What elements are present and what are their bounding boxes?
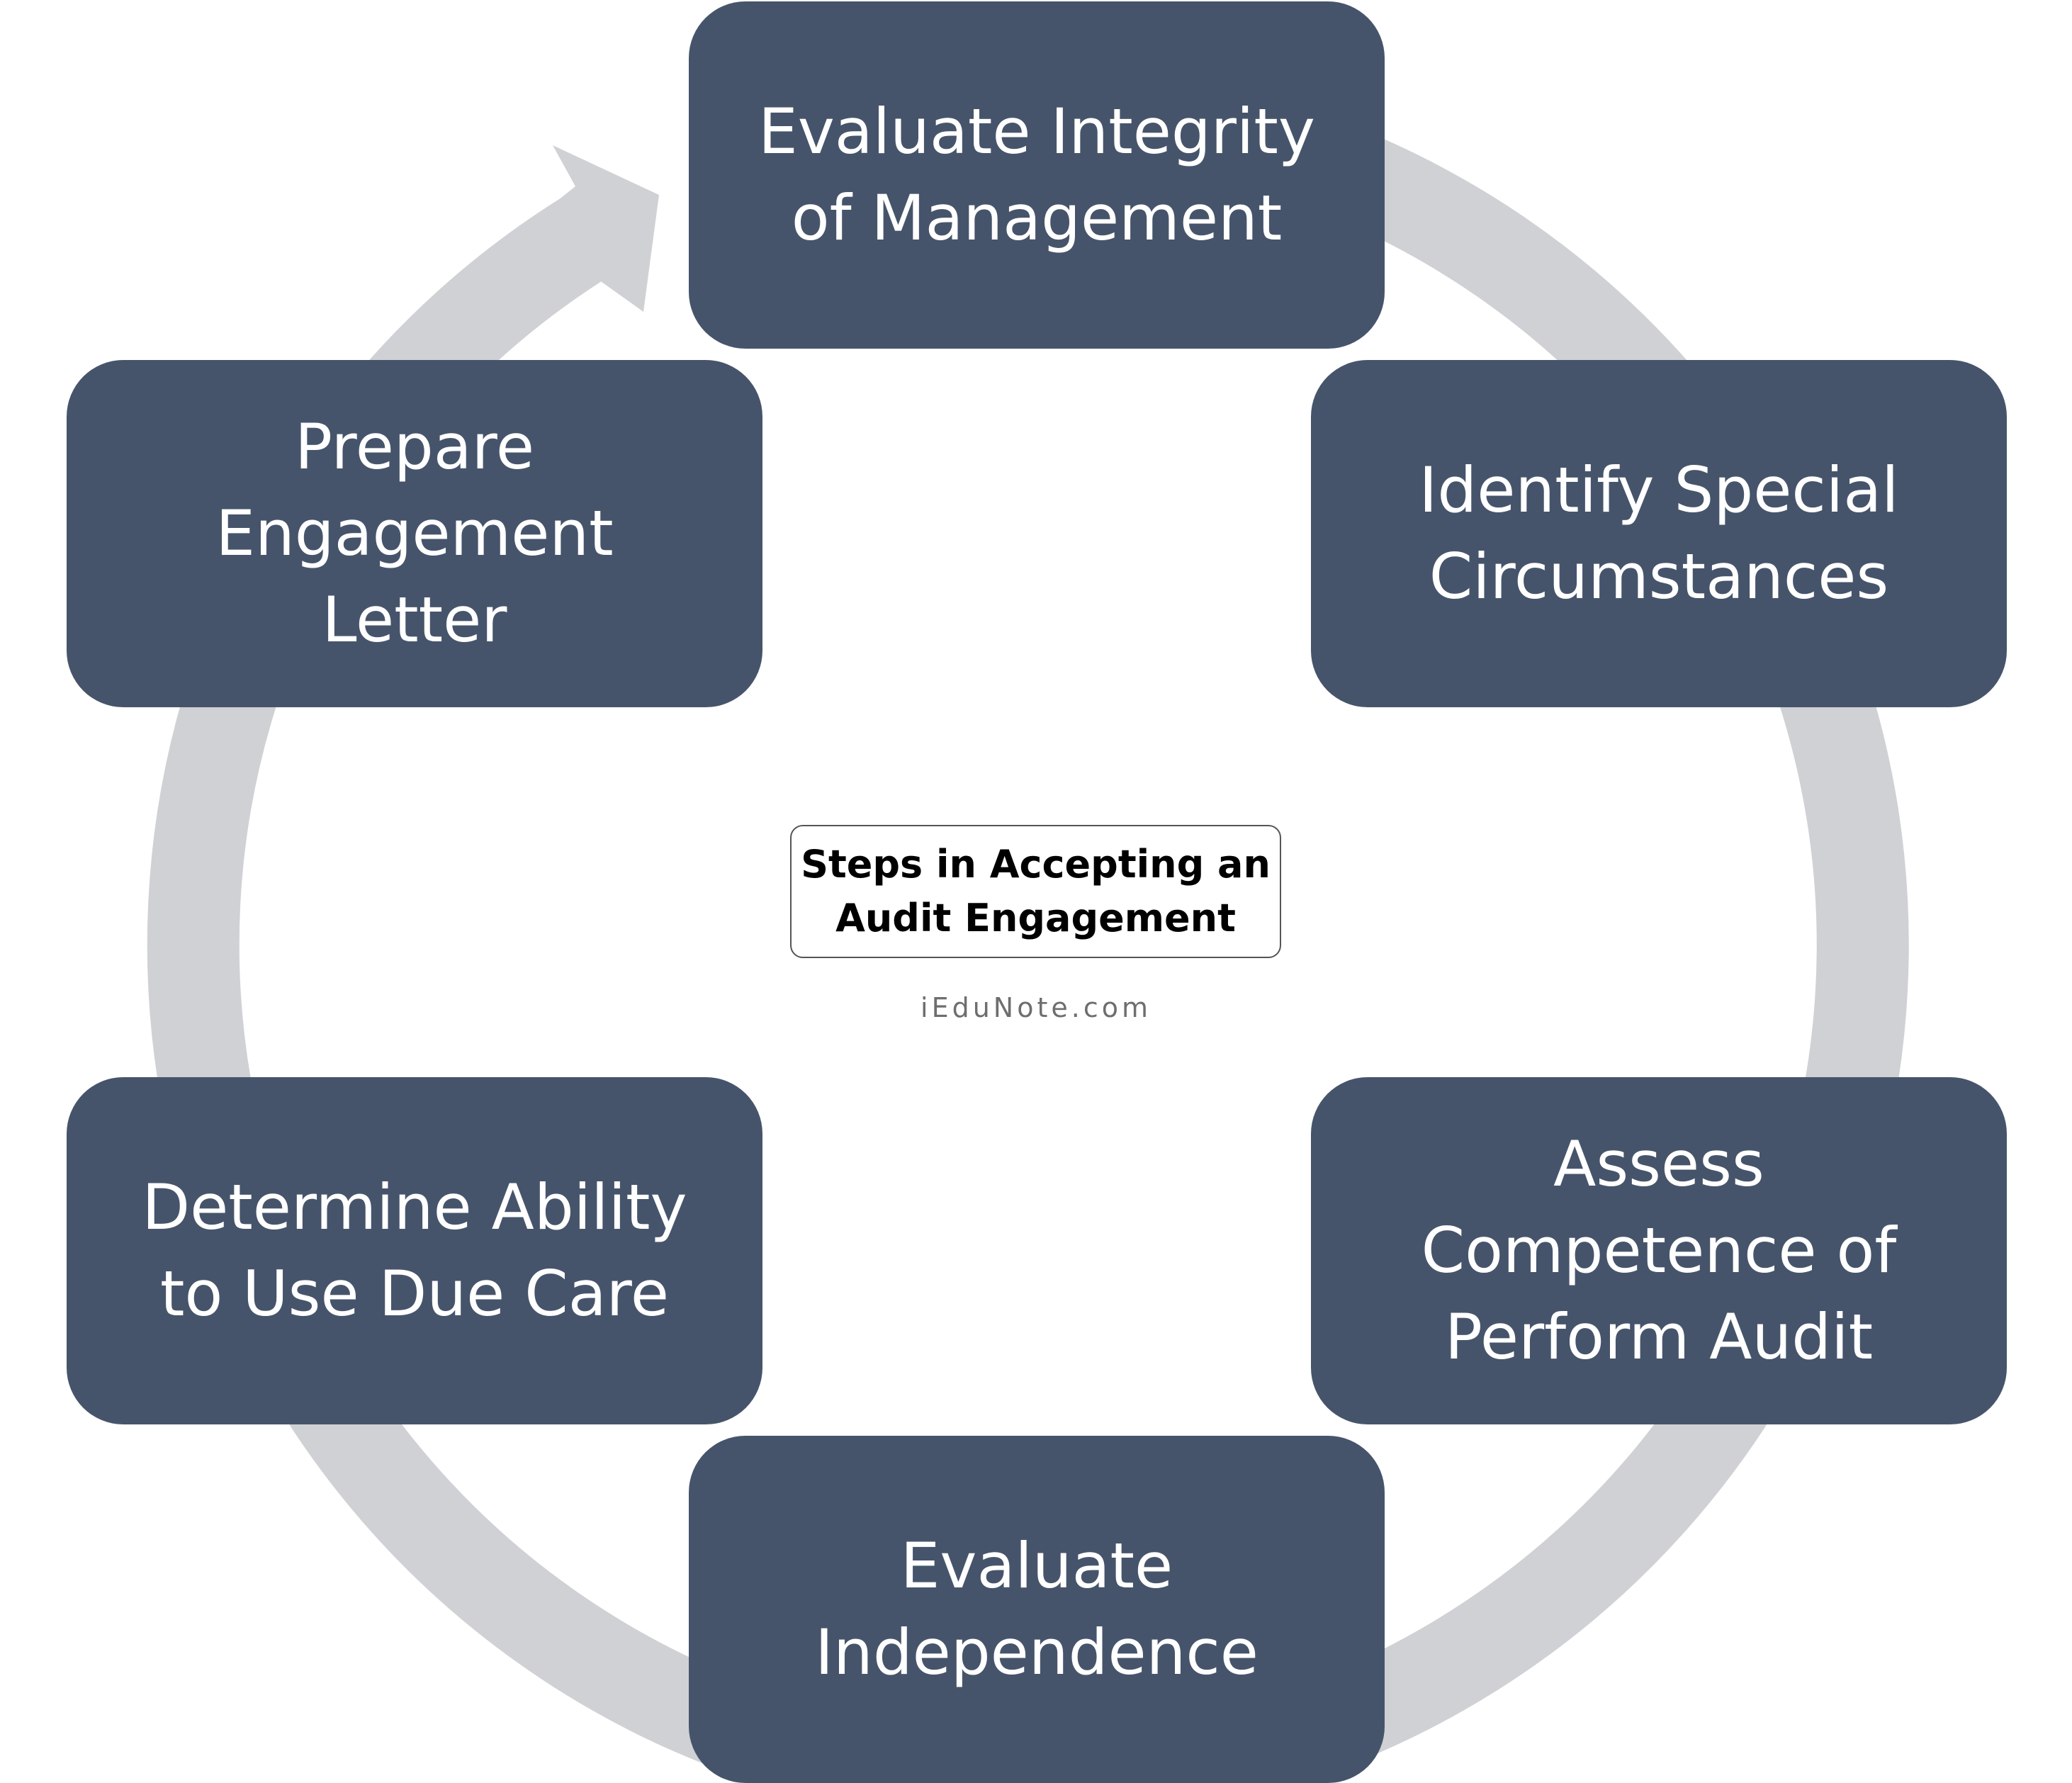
step-assess-competence: Assess Competence of Perform Audit xyxy=(1311,1077,2007,1424)
step-identify-special-circumstances: Identify Special Circumstances xyxy=(1311,360,2007,707)
step-label: Evaluate Independence xyxy=(815,1529,1259,1689)
center-title-box: Steps in Accepting an Audit Engagement xyxy=(790,825,1281,958)
step-label: Evaluate Integrity of Management xyxy=(758,95,1315,254)
cycle-arrowhead-icon xyxy=(524,145,659,312)
step-label: Determine Ability to Use Due Care xyxy=(142,1171,687,1330)
step-evaluate-integrity: Evaluate Integrity of Management xyxy=(689,1,1385,349)
step-evaluate-independence: Evaluate Independence xyxy=(689,1436,1385,1783)
step-label: Identify Special Circumstances xyxy=(1419,454,1899,613)
diagram-title: Steps in Accepting an Audit Engagement xyxy=(801,842,1271,940)
step-prepare-engagement-letter: Prepare Engagement Letter xyxy=(67,360,762,707)
watermark-text: iEduNote.com xyxy=(920,992,1152,1023)
step-label: Prepare Engagement Letter xyxy=(215,410,614,656)
step-determine-ability: Determine Ability to Use Due Care xyxy=(67,1077,762,1424)
step-label: Assess Competence of Perform Audit xyxy=(1421,1127,1897,1373)
